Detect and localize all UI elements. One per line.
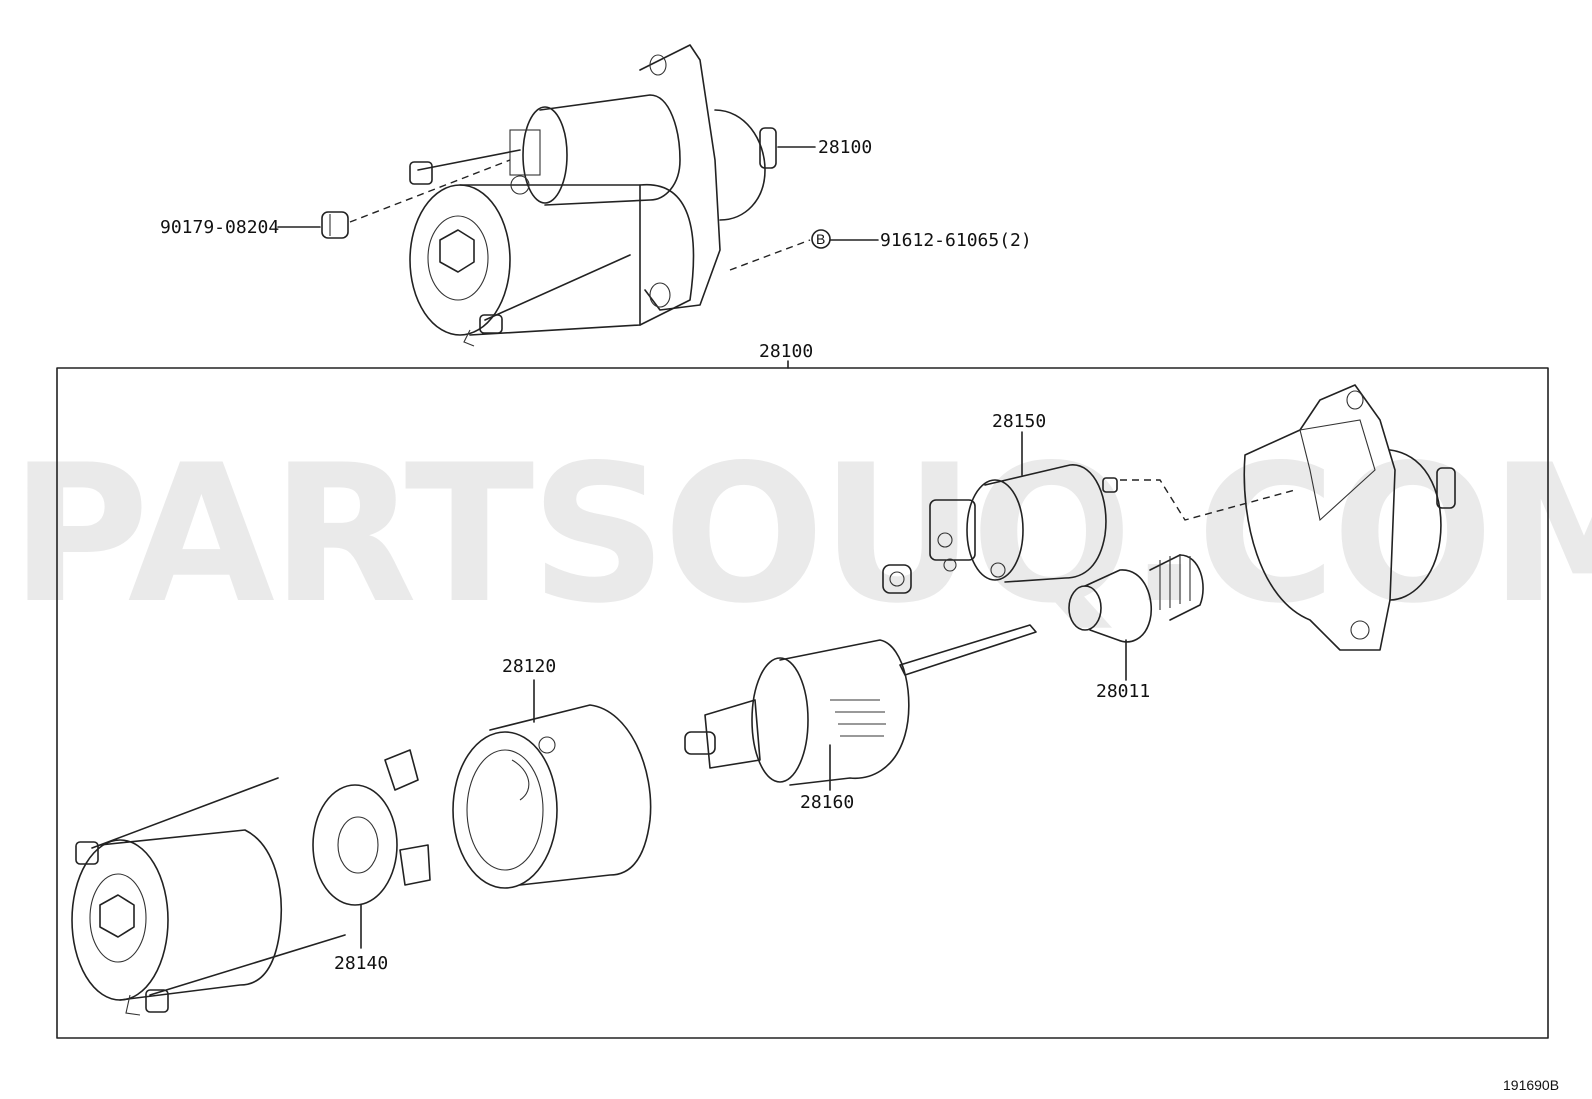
label-28160: 28160 bbox=[800, 792, 854, 813]
yoke-drawing bbox=[452, 704, 652, 889]
nut-icon bbox=[321, 211, 349, 239]
label-28100-assembly: 28100 bbox=[759, 341, 813, 362]
label-28100-top: 28100 bbox=[818, 137, 872, 158]
label-28120: 28120 bbox=[502, 656, 556, 677]
label-28011: 28011 bbox=[1096, 681, 1150, 702]
label-28150: 28150 bbox=[992, 411, 1046, 432]
nut-icon-2 bbox=[882, 564, 912, 594]
bolt-marker-icon bbox=[811, 229, 831, 249]
starter-assembly-drawing bbox=[409, 44, 777, 347]
end-cover-drawing bbox=[71, 777, 346, 1016]
drive-housing-drawing bbox=[1243, 384, 1456, 651]
brush-holder-drawing bbox=[312, 749, 431, 906]
armature-drawing bbox=[684, 624, 1037, 786]
exploded-view-frame bbox=[56, 367, 1549, 1039]
label-90179-08204: 90179-08204 bbox=[160, 217, 279, 238]
watermark: PARTSOUQ.COM bbox=[10, 424, 1592, 645]
bolt-marker-letter: B bbox=[816, 231, 825, 247]
diagram-code: 191690B bbox=[1503, 1077, 1559, 1093]
label-91612-61065: 91612-61065(2) bbox=[880, 230, 1032, 251]
solenoid-drawing bbox=[929, 464, 1118, 583]
label-28140: 28140 bbox=[334, 953, 388, 974]
